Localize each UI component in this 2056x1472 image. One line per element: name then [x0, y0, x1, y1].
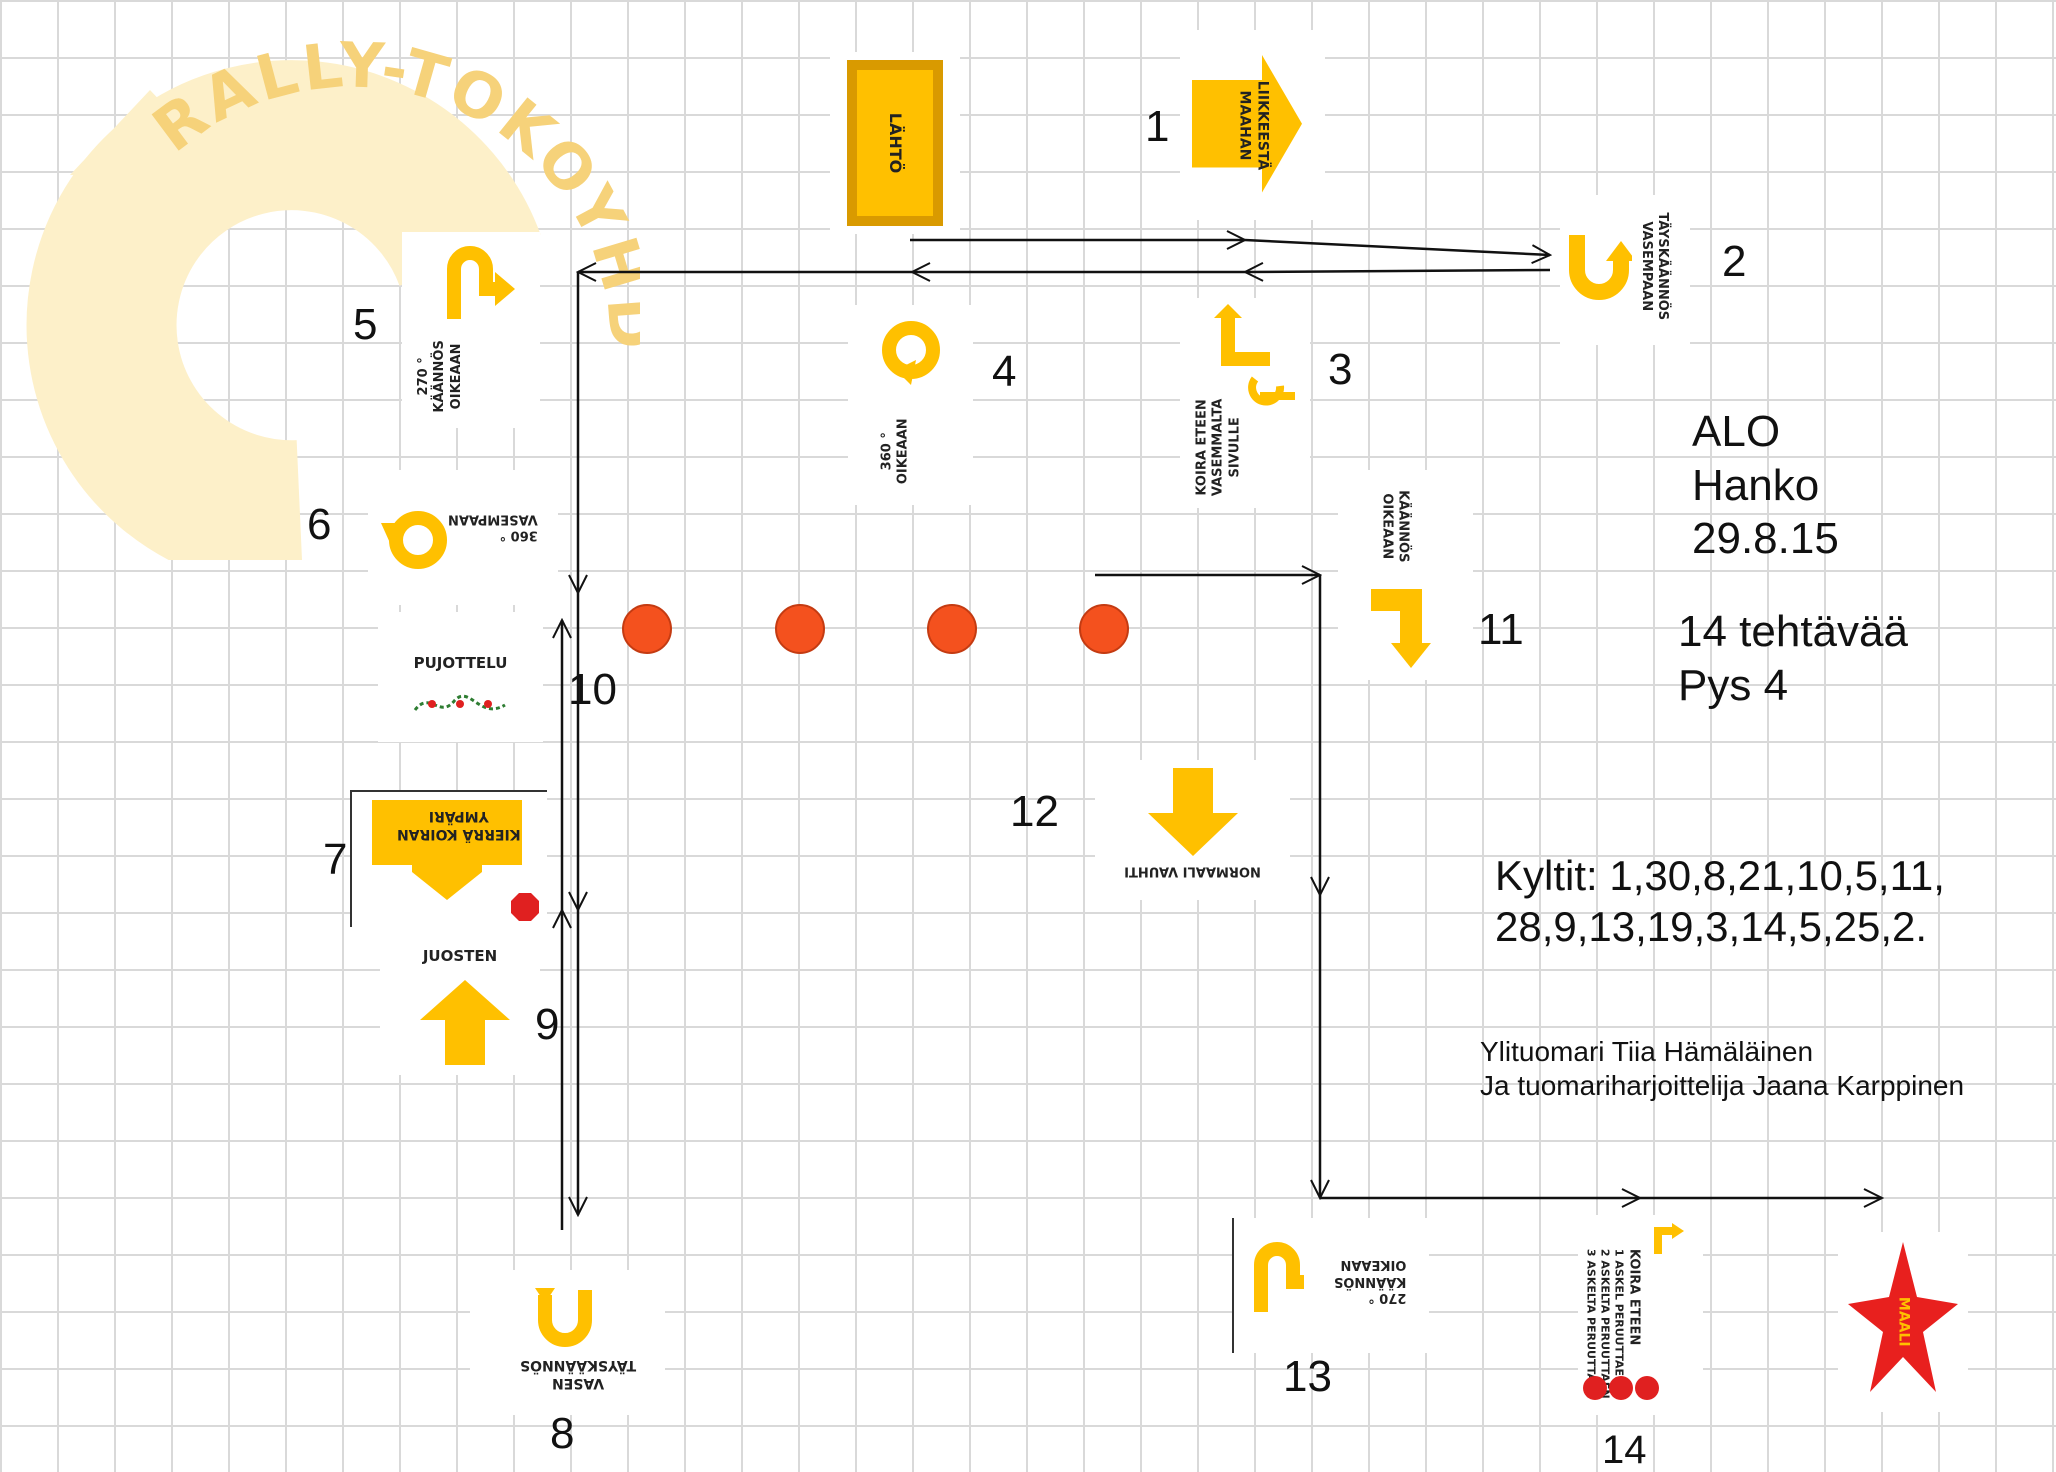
station-number-6: 6 — [307, 500, 332, 549]
sign-3-line: KOIRA ETEEN — [1194, 399, 1210, 496]
sign-11: KÄÄNNÖS OIKEAAN — [1338, 470, 1473, 680]
sign-9: JUOSTEN — [380, 925, 540, 1075]
sign-finish: MAALI — [1838, 1232, 1968, 1412]
sign-list-line: Kyltit: 1,30,8,21,10,5,11, — [1495, 852, 1945, 899]
slalom-cone — [622, 604, 672, 654]
sign-1-line: LIIKKEESTÄ — [1253, 80, 1270, 170]
course-title-line: ALO — [1692, 407, 1781, 456]
course-title: ALO Hanko 29.8.15 — [1692, 405, 1839, 566]
sign-4: 360 ° OIKEAAN — [848, 305, 973, 505]
finish-star-icon — [1848, 1242, 1958, 1392]
dog-front-left-icon — [1214, 304, 1295, 406]
sign-start: LÄHTÖ — [830, 52, 960, 234]
turn-right-arrow-icon — [1371, 589, 1431, 668]
sign-5-line: 270 ° — [415, 357, 431, 396]
sign-5-line: OIKEAAN — [448, 343, 464, 410]
dog-front-arrow-icon — [1654, 1223, 1684, 1254]
sign-6: 360 ° VASEMPAAN — [368, 470, 558, 605]
station-number-13: 13 — [1283, 1352, 1332, 1401]
sign-13: 270 ° KÄÄNNÖS OIKEAAN — [1232, 1218, 1429, 1353]
sign-4-line: 360 ° — [879, 432, 895, 471]
sign-4-line: OIKEAAN — [895, 418, 911, 485]
sign-5-line: KÄÄNNÖS — [432, 340, 448, 413]
sign-7: KIERRÄ KOIRAN YMPÄRI — [350, 790, 547, 927]
stop-icons — [1583, 1376, 1659, 1400]
sign-13-line: 270 ° — [1368, 1289, 1407, 1305]
turn-270-right-icon — [1254, 1242, 1304, 1312]
turn-270-right-icon — [447, 246, 515, 319]
sign-5: 270 ° KÄÄNNÖS OIKEAAN — [402, 232, 540, 428]
sign-3-line: VASEMMALTA — [1210, 398, 1226, 497]
station-number-4: 4 — [992, 347, 1017, 396]
sign-7-line: YMPÄRI — [428, 808, 489, 825]
judges-line: Ja tuomariharjoittelija Jaana Karppinen — [1480, 1070, 1965, 1102]
arrow-down-icon — [1148, 768, 1238, 856]
slalom-cone — [1079, 604, 1129, 654]
sign-1-line: MAAHAN — [1236, 90, 1253, 160]
sign-2-line: VASEMPAAN — [1638, 221, 1654, 312]
sign-8: VASEN TÄYSKÄÄNNÖS — [470, 1270, 665, 1415]
sign-2: TÄYSKÄÄNNÖS VASEMPAAN — [1560, 195, 1690, 345]
slalom-cone — [927, 604, 977, 654]
sign-8-line: TÄYSKÄÄNNÖS — [520, 1357, 637, 1374]
task-count: 14 tehtävää Pys 4 — [1678, 605, 1908, 712]
station-number-11: 11 — [1478, 605, 1524, 654]
sign-list-line: 28,9,13,19,3,14,5,25,2. — [1495, 903, 1928, 951]
slalom-cone — [775, 604, 825, 654]
course-title-line: 29.8.15 — [1692, 514, 1839, 564]
task-count-line: Pys 4 — [1678, 660, 1789, 710]
spin-left-icon — [381, 511, 447, 569]
stop-icon — [511, 893, 539, 921]
station-number-8: 8 — [550, 1409, 575, 1458]
slalom-icon — [413, 694, 506, 711]
sign-3-line: SIVULLE — [1226, 417, 1242, 478]
station-number-9: 9 — [535, 1000, 560, 1049]
u-turn-left-icon — [535, 1288, 592, 1347]
sign-finish-label: MAALI — [1895, 1297, 1912, 1347]
station-number-3: 3 — [1328, 345, 1353, 394]
course-title-line: Hanko — [1692, 460, 1820, 510]
sign-6-line: VASEMPAAN — [448, 511, 538, 527]
sign-11-line: KÄÄNNÖS — [1395, 490, 1411, 563]
start-block-icon — [847, 60, 943, 226]
sign-10: PUJOTTELU — [378, 612, 543, 742]
u-turn-left-icon — [1569, 235, 1632, 300]
sign-9-label: JUOSTEN — [422, 947, 498, 965]
sign-8-line: VASEN — [552, 1375, 605, 1391]
sign-13-line: OIKEAAN — [1340, 1257, 1407, 1273]
sign-3: KOIRA ETEEN VASEMMALTA SIVULLE — [1180, 298, 1310, 508]
sign-1: LIIKKEESTÄ MAAHAN — [1180, 30, 1325, 220]
spin-right-icon — [882, 321, 940, 385]
judges-line: Ylituomari Tiia Hämäläinen — [1480, 1036, 1814, 1067]
judges: Ylituomari Tiia Hämäläinen Ja tuomarihar… — [1480, 1035, 1964, 1103]
sign-12: NORMAALI VAUHTI — [1095, 760, 1290, 900]
sign-12-label: NORMAALI VAUHTI — [1124, 863, 1261, 879]
sign-start-label: LÄHTÖ — [885, 112, 905, 174]
sign-2-line: TÄYSKÄÄNNÖS — [1655, 212, 1671, 321]
station-number-12: 12 — [1010, 787, 1059, 836]
station-number-7: 7 — [323, 835, 348, 884]
sign-6-line: 360 ° — [499, 527, 538, 543]
rally-watermark-logo: RALLY-TOKOYHDISTYS — [0, 0, 640, 560]
station-number-14: 14 — [1602, 1428, 1647, 1472]
station-number-10: 10 — [568, 665, 617, 714]
station-number-2: 2 — [1722, 237, 1747, 286]
arrow-right-icon — [1192, 55, 1302, 193]
station-number-1: 1 — [1145, 102, 1170, 151]
task-count-line: 14 tehtävää — [1678, 607, 1908, 656]
station-number-5: 5 — [353, 300, 378, 349]
sign-10-label: PUJOTTELU — [413, 654, 508, 672]
arrow-up-icon — [420, 980, 510, 1065]
circle-dog-arrow-icon — [372, 800, 522, 900]
sign-7-line: KIERRÄ KOIRAN — [397, 826, 521, 842]
sign-13-line: KÄÄNNÖS — [1334, 1273, 1407, 1289]
sign-11-line: OIKEAAN — [1379, 493, 1395, 560]
sign-list: Kyltit: 1,30,8,21,10,5,11, 28,9,13,19,3,… — [1495, 850, 1945, 952]
sign-14: KOIRA ETEEN 1 ASKEL PERUUTTAEN 2 ASKELTA… — [1578, 1215, 1703, 1415]
